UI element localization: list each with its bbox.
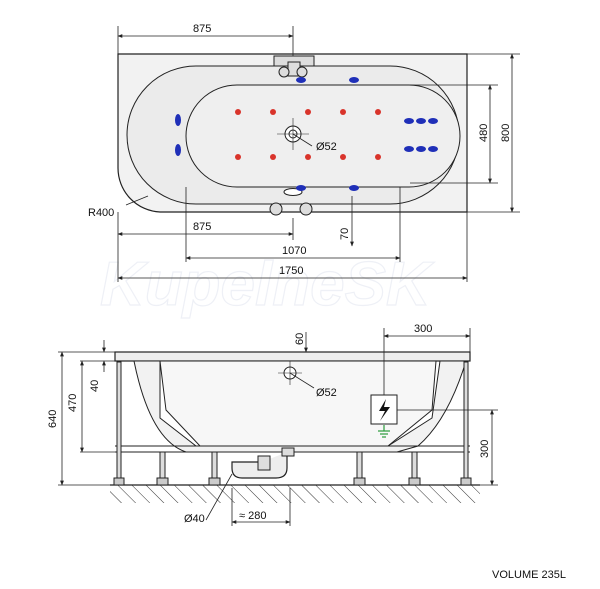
- jet-blue: [349, 77, 359, 83]
- leg-foot: [353, 477, 366, 486]
- jet-red: [270, 109, 276, 115]
- leg-foot: [208, 477, 221, 486]
- overflow: [283, 188, 303, 196]
- dim-box-height: 300: [479, 440, 491, 458]
- side-view-dimensions: [58, 328, 498, 526]
- faucet-knob: [278, 66, 290, 78]
- jet-red: [235, 154, 241, 160]
- dim-height-tub: 470: [67, 394, 79, 412]
- jet-blue: [296, 77, 306, 83]
- jet-blue: [428, 118, 438, 124]
- leg-foot: [460, 477, 472, 486]
- dim-left-length: 875: [193, 23, 211, 35]
- dim-nozzle-height: 60: [294, 333, 306, 345]
- jet-blue: [296, 185, 306, 191]
- jet-red: [340, 109, 346, 115]
- tub-shell: [133, 360, 467, 453]
- dim-total-width: 800: [500, 124, 512, 142]
- tub-rim-side: [114, 351, 471, 362]
- leg-foot: [156, 477, 169, 486]
- jet-blue: [175, 114, 181, 126]
- lightning-icon: [379, 399, 390, 421]
- jet-blue: [349, 185, 359, 191]
- dim-nozzle-diameter: Ø52: [316, 141, 337, 153]
- jet-blue: [175, 144, 181, 156]
- dim-inner-width: 480: [478, 124, 490, 142]
- dim-nozzle-diameter-side: Ø52: [316, 387, 337, 399]
- volume-label: VOLUME 235L: [492, 569, 566, 581]
- jet-red: [340, 154, 346, 160]
- jets-group: [175, 77, 438, 191]
- dim-drain-offset: 875: [193, 221, 211, 233]
- drain-fitting: [269, 202, 283, 216]
- dim-drain-distance: ≈ 280: [239, 510, 266, 522]
- leg: [463, 361, 469, 486]
- jet-red: [305, 154, 311, 160]
- side-view: [110, 351, 480, 503]
- leg: [116, 361, 122, 486]
- electrical-symbols: [378, 399, 390, 438]
- dim-radius: R400: [88, 207, 114, 219]
- ground-icon: [378, 425, 390, 438]
- leg-foot: [113, 477, 125, 486]
- faucet-knob: [296, 66, 308, 78]
- side-view-labels: 640 470 40 60 Ø52 300 300 Ø40 ≈ 280: [47, 323, 491, 525]
- jet-red: [305, 109, 311, 115]
- drain-fitting: [299, 202, 313, 216]
- top-view-labels: 875 875 1070 1750 R400 Ø52 480 800 70: [88, 23, 512, 277]
- jet-red: [270, 154, 276, 160]
- jet-blue: [416, 146, 426, 152]
- dim-rim: 40: [89, 380, 101, 392]
- dim-edge-offset: 70: [339, 228, 351, 240]
- tub-bottom: [185, 84, 461, 188]
- siphon-body: [257, 455, 271, 471]
- dim-box-offset: 300: [414, 323, 432, 335]
- jet-red: [235, 109, 241, 115]
- dim-drain-diameter: Ø40: [184, 513, 205, 525]
- jet-red: [375, 154, 381, 160]
- siphon-cap: [281, 447, 295, 457]
- floor-hatch: [110, 485, 480, 503]
- dim-inner-length: 1070: [282, 245, 306, 257]
- jet-blue: [404, 118, 414, 124]
- jet-blue: [416, 118, 426, 124]
- jet-red: [375, 109, 381, 115]
- watermark-text: KupelneSK: [100, 250, 435, 319]
- top-view-dimensions: [117, 26, 520, 282]
- dim-total-length: 1750: [279, 265, 303, 277]
- jet-blue: [404, 146, 414, 152]
- top-view: [117, 53, 468, 216]
- leg-foot: [408, 477, 421, 486]
- jet-blue: [428, 146, 438, 152]
- dim-height-total: 640: [47, 410, 59, 428]
